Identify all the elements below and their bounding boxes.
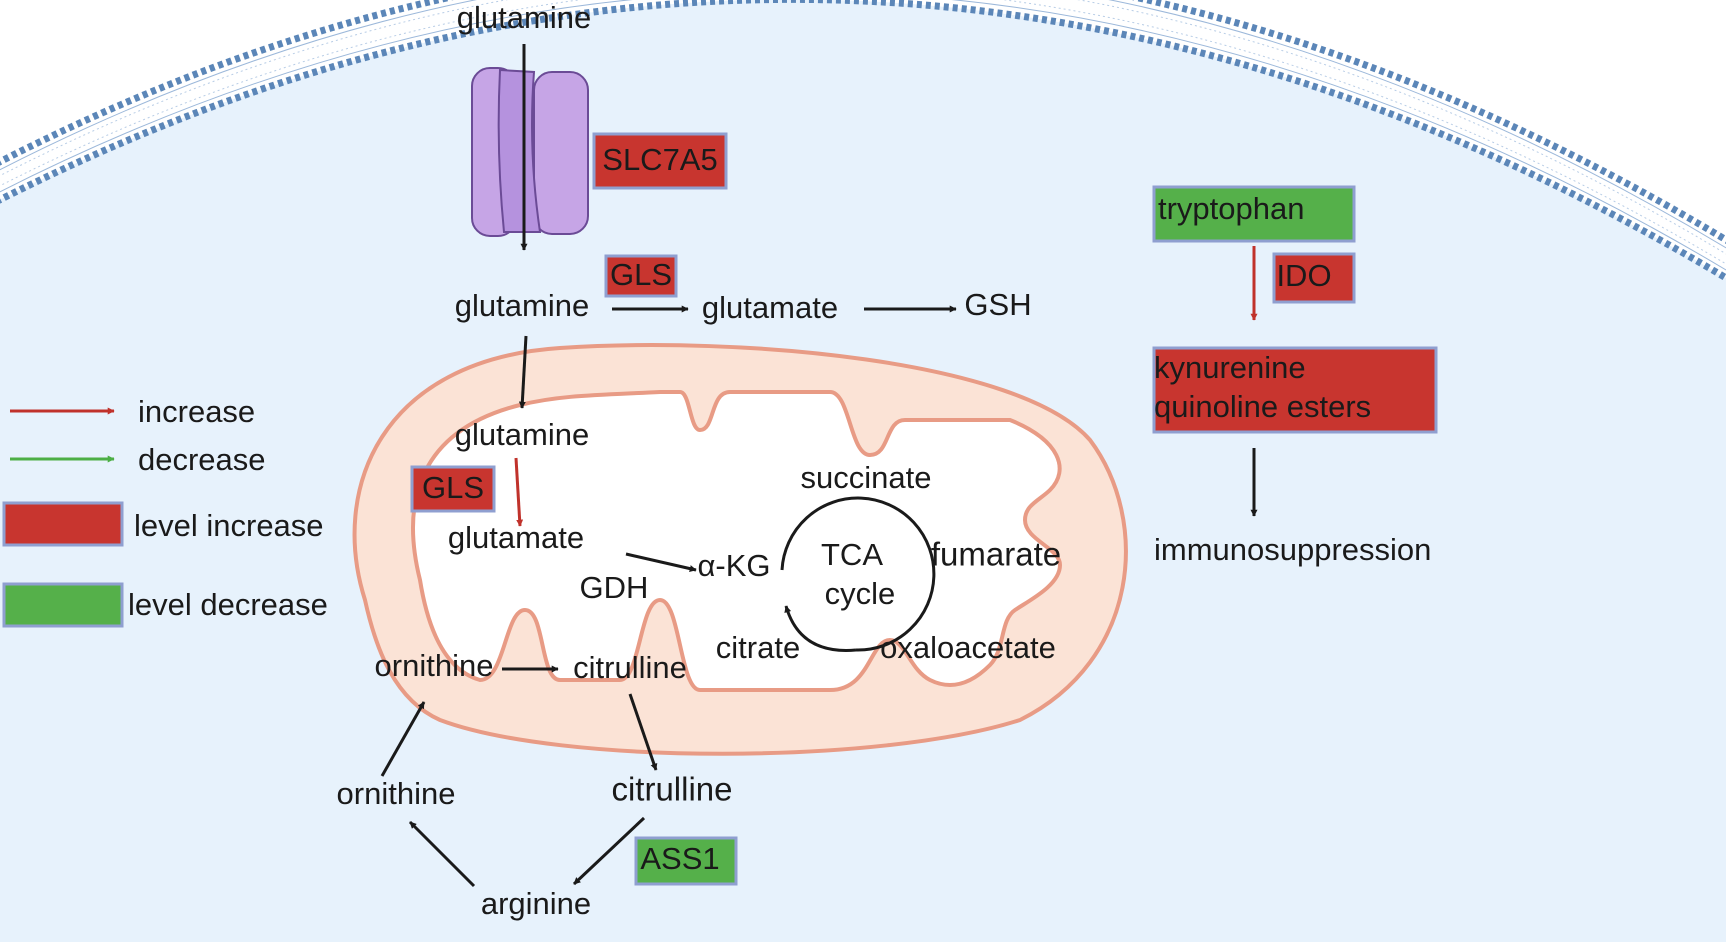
citrulline-mito-label: citrulline [573, 650, 687, 685]
legend-level-increase-swatch [2, 501, 124, 547]
arrow-ornithine-into-mito [380, 701, 426, 777]
glutamine-mito-label: glutamine [455, 417, 589, 452]
legend-decrease-label: decrease [138, 442, 266, 477]
glutamine-outside-label: glutamine [457, 0, 591, 35]
tryptophan-label: tryptophan [1158, 191, 1305, 226]
kynurenine-label: kynurenine [1154, 350, 1306, 385]
arrow-glutamine-into-mito [518, 335, 528, 409]
citrate-label: citrate [716, 630, 800, 665]
akg-label: α-KG [697, 548, 770, 583]
glutamine-cyto-label: glutamine [455, 288, 589, 323]
quinoline-label: quinoline esters [1154, 389, 1371, 424]
slc7a5-box [592, 132, 728, 190]
ornithine-mito-label: ornithine [375, 648, 494, 683]
gls-cyto-label: GLS [610, 257, 672, 292]
transporter-icon [471, 67, 589, 237]
gls-mito-label: GLS [422, 470, 484, 505]
ido-box [1272, 252, 1356, 304]
tca-cycle-icon [780, 496, 936, 652]
succinate-label: succinate [801, 460, 932, 495]
glutamate-cyto-label: glutamate [702, 290, 838, 325]
arrow-gls-mito-increase [514, 457, 524, 527]
legend-level-decrease-swatch [2, 582, 124, 628]
slc7a5-label: SLC7A5 [602, 142, 717, 177]
legend-increase-label: increase [138, 394, 255, 429]
citrulline-cyto-label: citrulline [611, 771, 732, 808]
tca-label-line1: TCA [821, 537, 883, 572]
immunosuppression-label: immunosuppression [1154, 532, 1431, 567]
legend-level-decrease-label: level decrease [128, 587, 328, 622]
kynurenine-box [1152, 346, 1438, 434]
fumarate-label: fumarate [931, 536, 1061, 573]
arrow-arginine-to-ornithine [408, 820, 476, 888]
arrow-citrulline-out [628, 693, 658, 771]
glutamate-mito-label: glutamate [448, 520, 584, 555]
oxaloacetate-label: oxaloacetate [880, 630, 1056, 665]
ass1-box [634, 836, 738, 886]
tca-label-line2: cycle [825, 576, 896, 611]
arginine-label: arginine [481, 886, 591, 921]
gdh-label: GDH [580, 570, 649, 605]
legend: increase decrease level increase level d… [2, 394, 328, 628]
gls-cyto-box [604, 254, 678, 298]
gsh-label: GSH [964, 287, 1031, 322]
arrow-citrulline-to-arginine [572, 816, 646, 886]
gls-mito-box [410, 465, 496, 513]
legend-level-increase-label: level increase [134, 508, 324, 543]
ass1-label: ASS1 [640, 841, 719, 876]
ido-label: IDO [1276, 258, 1331, 293]
tryptophan-box [1152, 185, 1356, 243]
arrow-glutamate-to-akg [625, 552, 697, 573]
mitochondrion-icon [352, 343, 1128, 756]
pathway-arrows [380, 44, 1258, 888]
ornithine-cyto-label: ornithine [337, 776, 456, 811]
